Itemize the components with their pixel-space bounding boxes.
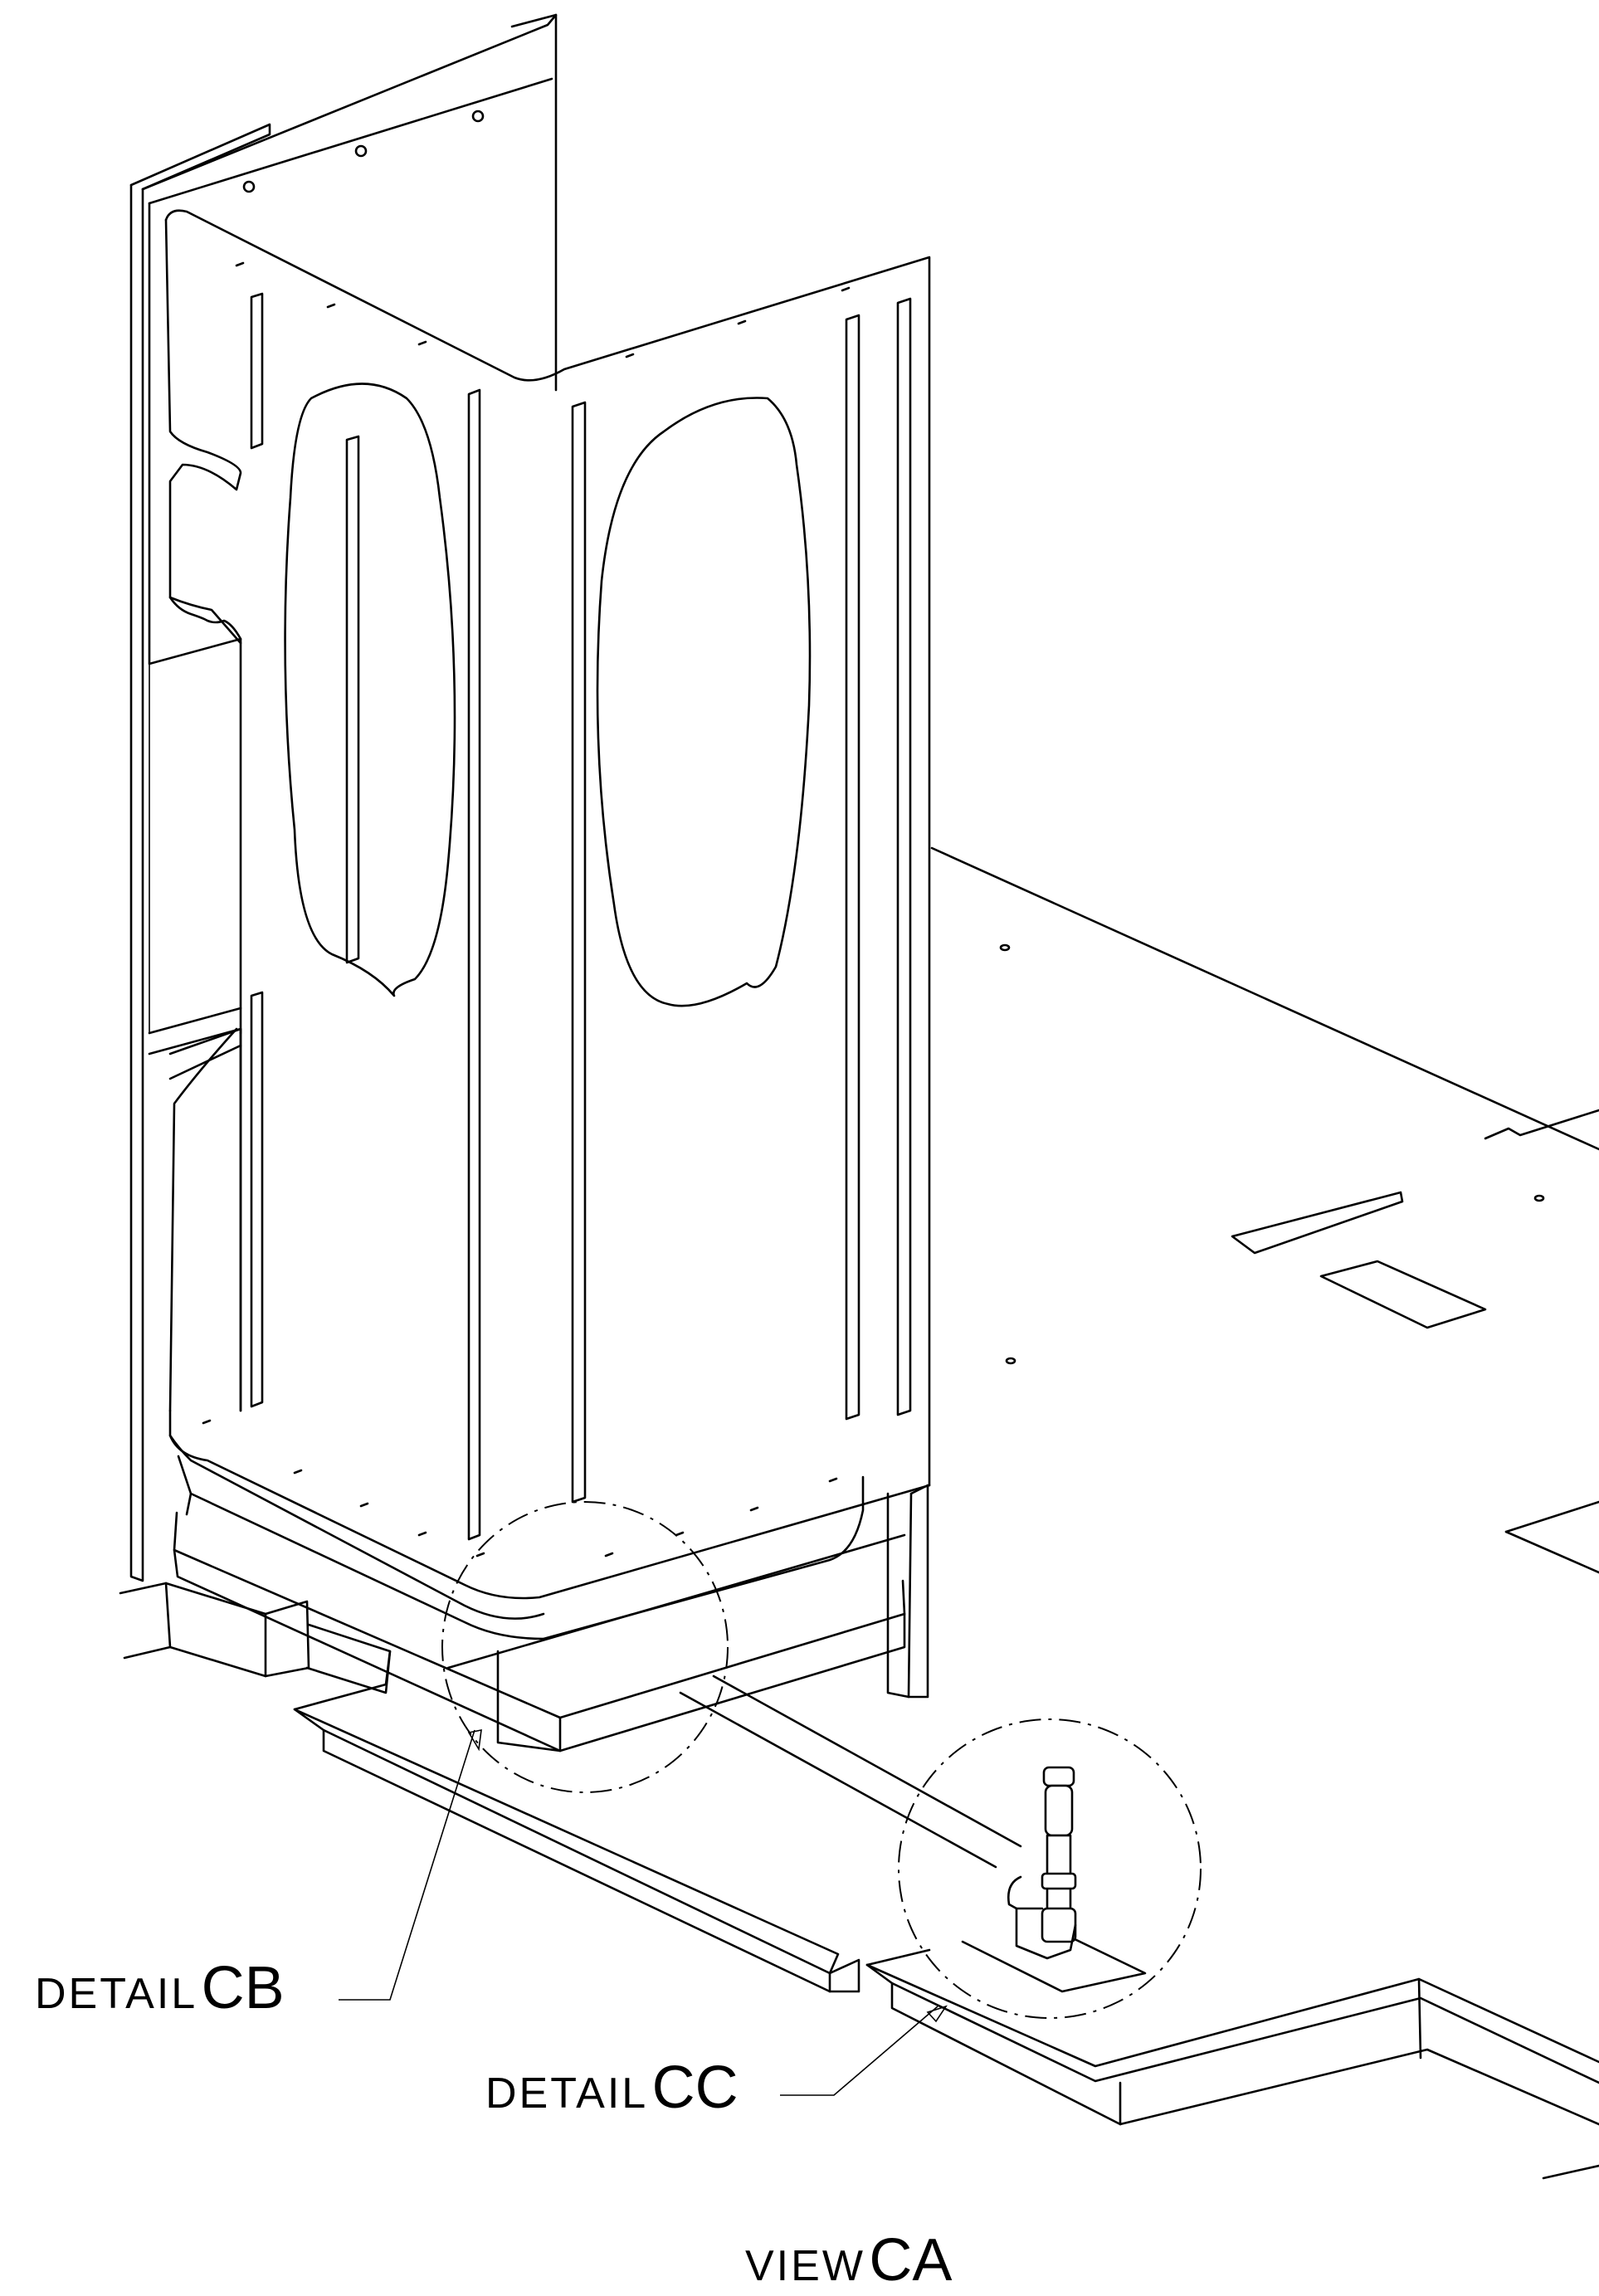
base-platform bbox=[119, 1582, 1599, 2126]
view-ca-prefix: VIEW bbox=[745, 2242, 865, 2290]
shower-tray bbox=[173, 1484, 1022, 1869]
detail-cb-label: DETAIL CB bbox=[35, 1958, 285, 2018]
detail-callouts bbox=[339, 1501, 1202, 2096]
shower-enclosure bbox=[129, 13, 931, 1640]
detail-cc-prefix: DETAIL bbox=[485, 2069, 649, 2118]
detail-cb-prefix: DETAIL bbox=[35, 1970, 198, 2018]
detail-cc-suffix: CC bbox=[651, 2055, 739, 2121]
detail-cb-suffix: CB bbox=[201, 1955, 285, 2021]
detail-cc-label: DETAIL CC bbox=[485, 2058, 739, 2118]
floor-plate bbox=[930, 846, 1599, 2180]
view-ca-label: VIEW CA bbox=[745, 2230, 952, 2290]
drain-pipe bbox=[1007, 1766, 1077, 1960]
view-ca-suffix: CA bbox=[869, 2227, 953, 2294]
